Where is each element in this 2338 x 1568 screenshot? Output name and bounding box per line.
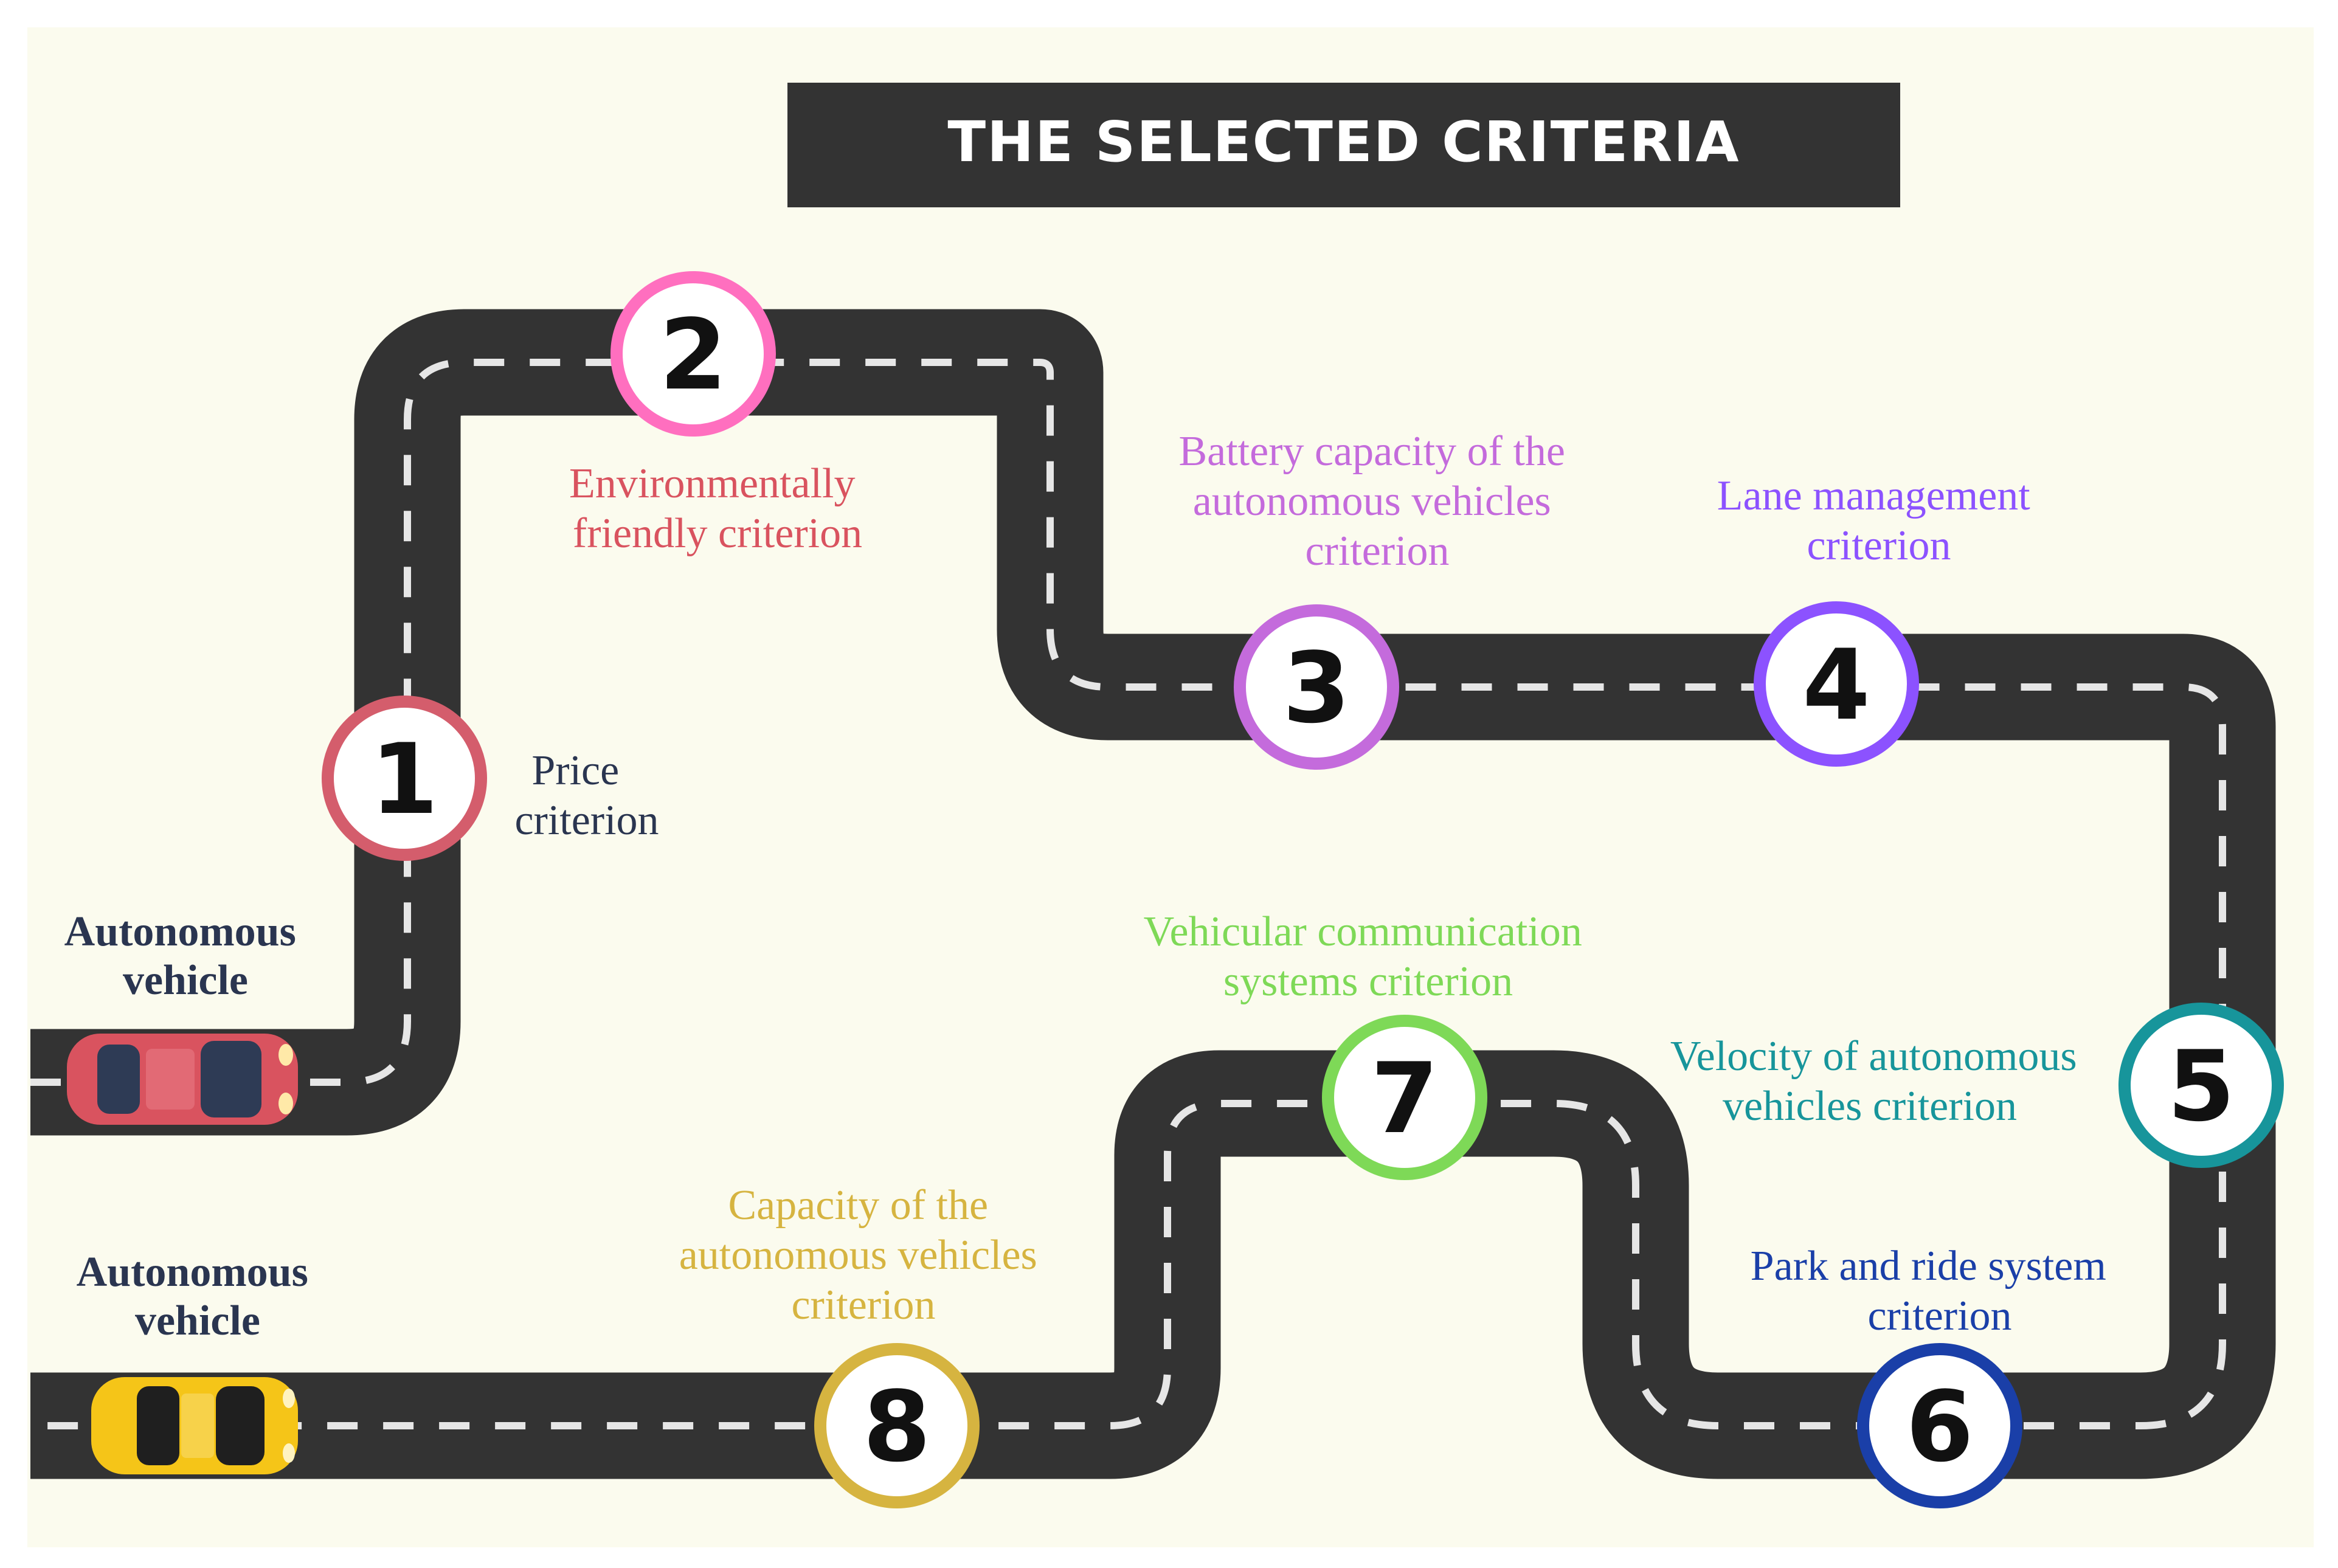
yellow-car-icon	[91, 1377, 298, 1474]
marker-number-7: 7	[1371, 1041, 1438, 1155]
criterion-label-7: Vehicular communication systems criterio…	[1144, 908, 1593, 1005]
criterion-6-line-1: Park and ride system	[1751, 1243, 2106, 1290]
criterion-4-line-2: criterion	[1807, 522, 1951, 569]
criterion-label-1: Price criterion	[514, 747, 659, 844]
criterion-label-8: Capacity of the autonomous vehicles crit…	[679, 1182, 1048, 1328]
criterion-marker-1: 1	[322, 696, 487, 861]
criterion-label-5: Velocity of autonomous vehicles criterio…	[1670, 1033, 2087, 1130]
criterion-marker-4: 4	[1754, 601, 1919, 767]
criterion-4-line-1: Lane management	[1717, 472, 2031, 519]
criterion-3-line-2: autonomous vehicles	[1193, 478, 1551, 525]
car-label-1-line-1: Autonomous	[64, 908, 296, 955]
criterion-1-line-1: Price	[531, 747, 619, 794]
criterion-8-line-3: criterion	[791, 1282, 935, 1328]
marker-number-5: 5	[2167, 1029, 2235, 1143]
criterion-5-line-1: Velocity of autonomous	[1670, 1033, 2077, 1080]
criterion-marker-5: 5	[2118, 1003, 2284, 1168]
criterion-marker-2: 2	[610, 271, 776, 437]
criterion-7-line-1: Vehicular communication	[1144, 908, 1582, 955]
car-label-1-line-2: vehicle	[123, 957, 248, 1004]
criterion-2-line-2: friendly criterion	[573, 510, 862, 557]
criterion-label-4: Lane management criterion	[1717, 472, 2041, 569]
car-label-2-line-1: Autonomous	[77, 1249, 308, 1296]
criterion-label-2: Environmentally friendly criterion	[569, 460, 866, 557]
criterion-8-line-1: Capacity of the	[728, 1182, 988, 1229]
car-label-2-line-2: vehicle	[135, 1297, 260, 1344]
red-car-icon	[67, 1034, 298, 1125]
criterion-5-line-2: vehicles criterion	[1723, 1083, 2017, 1130]
criterion-6-line-2: criterion	[1867, 1293, 2011, 1339]
criterion-marker-8: 8	[814, 1343, 980, 1508]
marker-number-3: 3	[1282, 631, 1350, 745]
criterion-label-6: Park and ride system criterion	[1751, 1243, 2117, 1339]
criterion-1-line-2: criterion	[514, 797, 659, 844]
marker-number-2: 2	[659, 298, 727, 412]
criterion-marker-3: 3	[1234, 604, 1399, 770]
criterion-3-line-3: criterion	[1305, 528, 1449, 575]
criterion-8-line-2: autonomous vehicles	[679, 1232, 1037, 1279]
marker-number-1: 1	[370, 722, 438, 836]
car-label-1: Autonomous vehicle	[64, 908, 307, 1004]
criterion-2-line-1: Environmentally	[569, 460, 855, 507]
criterion-marker-7: 7	[1322, 1015, 1487, 1180]
marker-number-6: 6	[1906, 1370, 1973, 1483]
criterion-3-line-1: Battery capacity of the	[1178, 428, 1565, 475]
upper-road-center-line	[30, 359, 2226, 1429]
marker-number-8: 8	[863, 1370, 930, 1483]
page-title: THE SELECTED CRITERIA	[947, 109, 1740, 174]
criterion-label-3: Battery capacity of the autonomous vehic…	[1178, 428, 1575, 575]
marker-number-4: 4	[1802, 628, 1870, 742]
car-label-2: Autonomous vehicle	[77, 1249, 319, 1344]
title-banner	[787, 83, 1900, 207]
criterion-marker-6: 6	[1857, 1343, 2022, 1508]
criterion-7-line-2: systems criterion	[1223, 958, 1513, 1005]
